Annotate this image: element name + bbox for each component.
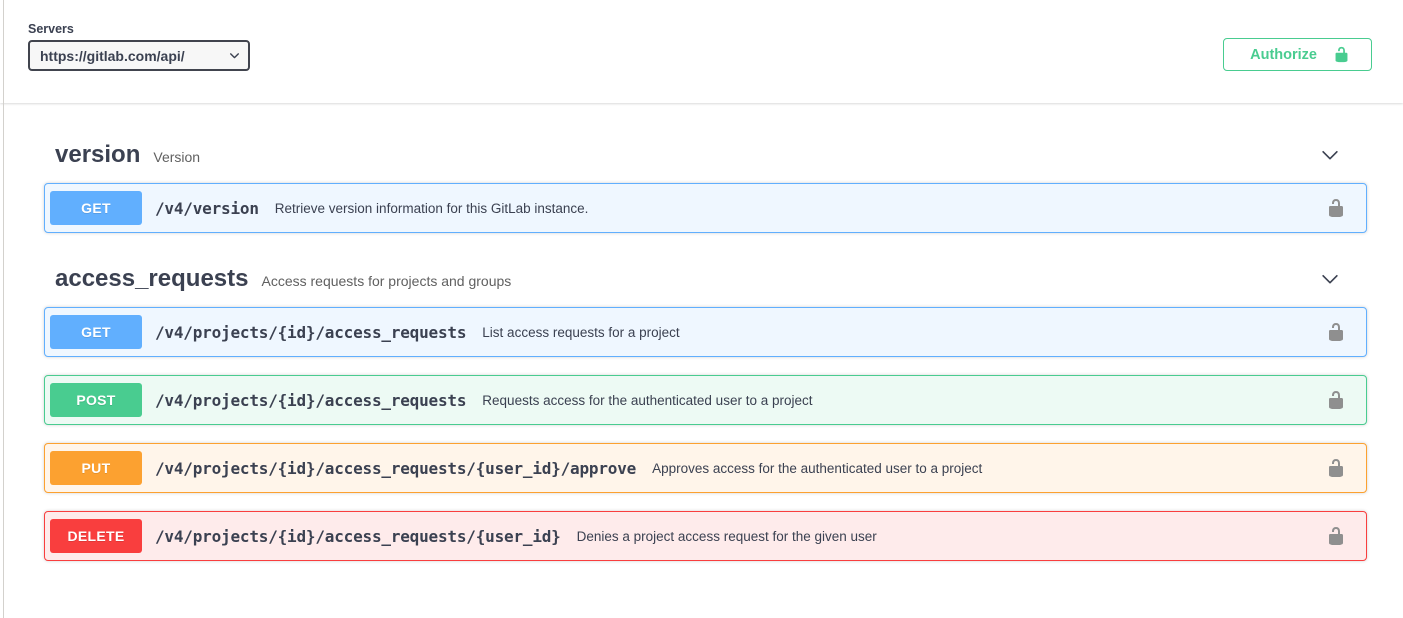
opblock-delete-access-request: DELETE /v4/projects/{id}/access_requests… [44, 511, 1367, 561]
opblock-get-version: GET /v4/version Retrieve version informa… [44, 183, 1367, 233]
endpoint-summary: Approves access for the authenticated us… [652, 461, 983, 476]
method-badge: PUT [50, 451, 142, 485]
servers-label: Servers [28, 22, 74, 36]
chevron-down-icon[interactable] [1319, 144, 1341, 166]
endpoint-summary: Requests access for the authenticated us… [482, 393, 813, 408]
opblock-summary[interactable]: PUT /v4/projects/{id}/access_requests/{u… [45, 444, 1366, 492]
section-header-version[interactable]: version Version [44, 127, 1367, 183]
section-description: Access requests for projects and groups [261, 273, 512, 289]
method-badge: POST [50, 383, 142, 417]
section-title: version [55, 141, 141, 168]
auth-lock-button[interactable] [1320, 388, 1352, 412]
server-select-wrap: https://gitlab.com/api/ [28, 40, 250, 71]
endpoint-path: /v4/projects/{id}/access_requests [155, 390, 467, 410]
opblock-post-access-requests: POST /v4/projects/{id}/access_requests R… [44, 375, 1367, 425]
opblock-summary[interactable]: GET /v4/projects/{id}/access_requests Li… [45, 308, 1366, 356]
endpoint-path: /v4/projects/{id}/access_requests [155, 322, 467, 342]
opblock-put-approve: PUT /v4/projects/{id}/access_requests/{u… [44, 443, 1367, 493]
method-badge: GET [50, 191, 142, 225]
scheme-bar: Servers https://gitlab.com/api/ Authoriz… [0, 0, 1403, 103]
section-description: Version [153, 149, 201, 165]
endpoint-path: /v4/projects/{id}/access_requests/{user_… [155, 526, 561, 546]
opblock-get-access-requests: GET /v4/projects/{id}/access_requests Li… [44, 307, 1367, 357]
unlock-icon [1329, 527, 1343, 545]
unlock-icon [1329, 323, 1343, 341]
window-left-edge [3, 0, 4, 618]
auth-lock-button[interactable] [1320, 456, 1352, 480]
endpoint-summary: List access requests for a project [482, 325, 680, 340]
unlock-icon [1329, 199, 1343, 217]
method-badge: DELETE [50, 519, 142, 553]
authorize-label: Authorize [1250, 46, 1317, 63]
endpoint-summary: Denies a project access request for the … [576, 529, 877, 544]
opblock-summary[interactable]: DELETE /v4/projects/{id}/access_requests… [45, 512, 1366, 560]
endpoint-path: /v4/version [155, 198, 259, 218]
opblock-summary[interactable]: GET /v4/version Retrieve version informa… [45, 184, 1366, 232]
auth-lock-button[interactable] [1320, 196, 1352, 220]
auth-lock-button[interactable] [1320, 320, 1352, 344]
server-select[interactable]: https://gitlab.com/api/ [28, 40, 250, 71]
unlock-icon [1333, 46, 1350, 63]
chevron-down-icon[interactable] [1319, 268, 1341, 290]
method-badge: GET [50, 315, 142, 349]
api-operations-list: version Version GET /v4/version Retrieve… [0, 103, 1403, 561]
section-header-access-requests[interactable]: access_requests Access requests for proj… [44, 251, 1367, 307]
servers-block: Servers https://gitlab.com/api/ [28, 22, 250, 71]
authorize-button[interactable]: Authorize [1223, 38, 1372, 71]
unlock-icon [1329, 391, 1343, 409]
unlock-icon [1329, 459, 1343, 477]
opblock-summary[interactable]: POST /v4/projects/{id}/access_requests R… [45, 376, 1366, 424]
auth-lock-button[interactable] [1320, 524, 1352, 548]
endpoint-summary: Retrieve version information for this Gi… [274, 201, 589, 216]
endpoint-path: /v4/projects/{id}/access_requests/{user_… [155, 458, 637, 478]
section-title: access_requests [55, 265, 249, 292]
